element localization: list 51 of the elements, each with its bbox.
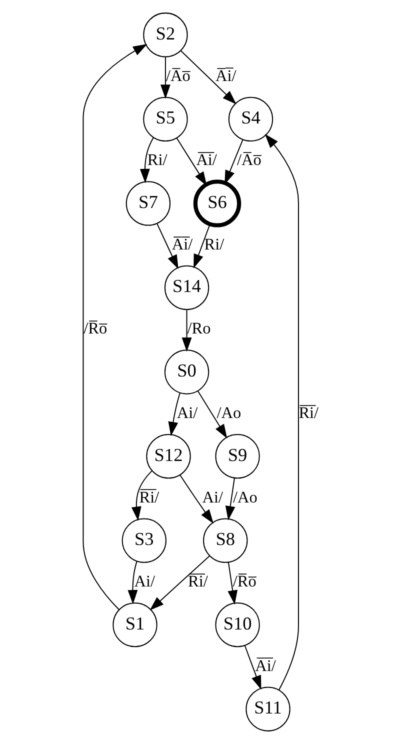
edge-label: Ri/ — [204, 234, 224, 253]
arrow — [224, 477, 235, 520]
node-circle: S5 — [142, 96, 188, 141]
arrow — [149, 555, 210, 610]
node-circle: S8 — [202, 518, 248, 562]
arrow — [176, 137, 206, 186]
node-circle: S10 — [214, 602, 260, 647]
arrow — [196, 390, 227, 438]
edge-label: R̅i̅/ — [298, 403, 318, 422]
edge-label: /R̅o̅ — [232, 572, 256, 590]
arrow — [181, 309, 192, 352]
node-circle: S6 — [192, 179, 241, 227]
edge-label: /R̅o̅ — [83, 319, 107, 338]
arrow — [224, 138, 243, 184]
edge-label: A̅i̅/ — [171, 234, 192, 253]
edge-label: R̅i̅/ — [138, 488, 159, 506]
edge-label: A̅i̅/ — [196, 150, 216, 169]
edge-label: /A̅o̅ — [236, 150, 261, 169]
edge-label: Ai/ — [134, 572, 155, 590]
arrow — [156, 222, 178, 269]
arrow — [160, 56, 170, 98]
edge-label: Ri/ — [146, 150, 167, 169]
node-circle: S12 — [146, 433, 190, 478]
node-circle: S14 — [164, 264, 209, 310]
arrow — [227, 562, 238, 604]
arrow — [244, 645, 261, 690]
edge-label: Ai/ — [202, 488, 223, 506]
arrow — [168, 392, 180, 436]
arrow — [127, 560, 138, 604]
node-circle: S4 — [228, 96, 273, 141]
edge-label: /Ao — [232, 488, 257, 506]
edge-label: R̅i̅/ — [188, 572, 208, 590]
edge-label: Ai/ — [176, 403, 198, 422]
node-circle: S1 — [112, 602, 157, 647]
edge-label: /A̅o̅ — [165, 66, 190, 84]
arrow — [180, 50, 236, 104]
arrow — [130, 470, 152, 520]
arrow — [139, 137, 154, 183]
node-circle: S2 — [142, 12, 188, 57]
arrow — [82, 44, 147, 610]
node-circle: S11 — [245, 686, 290, 731]
node-circle: S7 — [125, 180, 170, 226]
node-circle: S9 — [214, 433, 260, 478]
edge-label: /Ao — [216, 403, 241, 422]
edge-label: A̅i̅/ — [215, 66, 236, 84]
arrow — [264, 133, 298, 690]
edge-label: A̅i̅/ — [254, 656, 276, 674]
arrow — [193, 224, 210, 268]
arrow — [179, 474, 214, 524]
node-circle: S0 — [164, 349, 209, 394]
node-circle: S3 — [121, 518, 166, 562]
